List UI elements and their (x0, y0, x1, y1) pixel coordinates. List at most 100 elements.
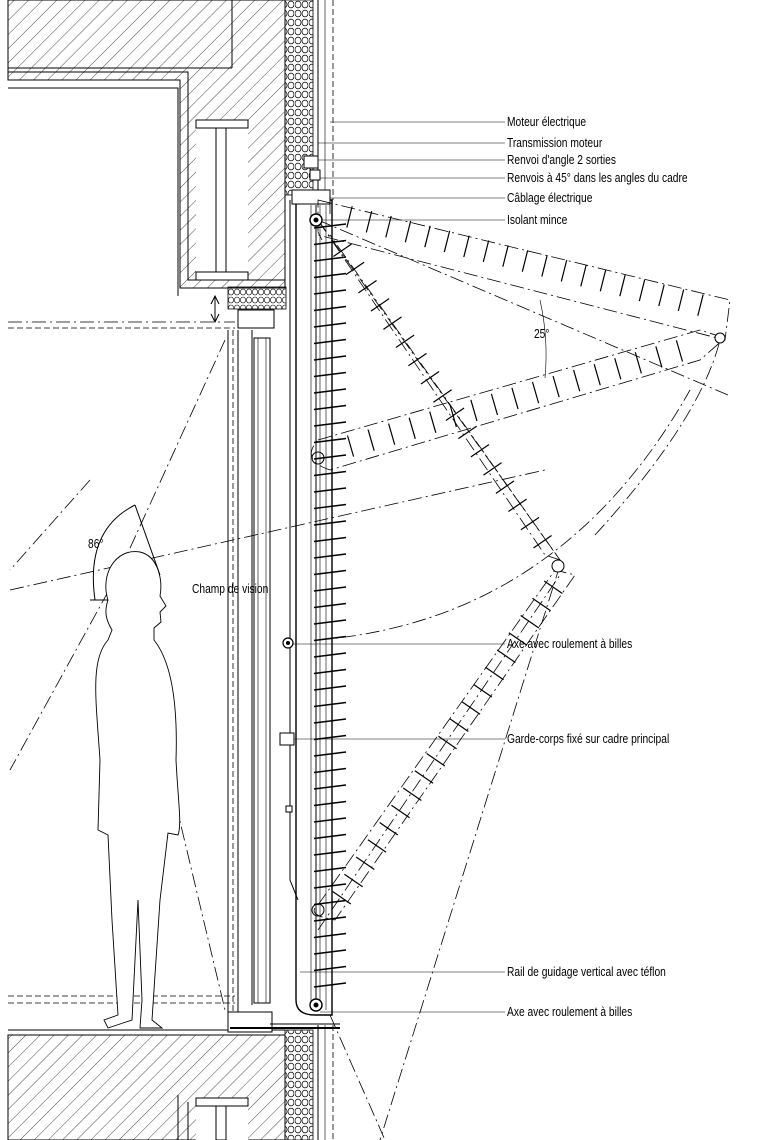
label-rail: Rail de guidage vertical avec téflon (507, 966, 666, 979)
louvre-blade (313, 338, 347, 345)
louvre-blade (313, 718, 347, 724)
louvre-blade (408, 417, 416, 439)
louvre-blade (420, 371, 440, 385)
louvre-blade (573, 369, 581, 392)
louvre-blade (483, 462, 502, 476)
louvre-blade (531, 381, 540, 404)
louvre-blade (313, 454, 347, 460)
louvre-blade (593, 363, 601, 386)
louvre-blade (313, 883, 347, 889)
opening-angle-label: 25° (534, 328, 549, 341)
reference-lines (8, 294, 235, 329)
louvre-blade (383, 316, 402, 330)
louvre-blade (367, 839, 387, 853)
vision-angle-label: 86° (88, 538, 103, 551)
steel-i-beam (195, 119, 249, 281)
label-motor: Moteur électrique (507, 116, 586, 129)
louvre-blade (495, 480, 515, 494)
louvre-blade (443, 230, 451, 253)
louvre-blade (313, 965, 347, 972)
louvre-blade (313, 322, 347, 328)
louvre-blade (638, 279, 646, 302)
louvre-blade (313, 784, 347, 790)
louvre-blade (599, 269, 607, 292)
louvre-blade (408, 352, 427, 367)
louvre-blades-closed (313, 223, 347, 988)
louvre-blade (313, 800, 347, 807)
louvre-blade (502, 245, 509, 267)
leader-lines (292, 121, 505, 1013)
louvre-blade (346, 206, 353, 228)
louvre-blade (424, 225, 431, 248)
label-guardrail: Garde-corps fixé sur cadre principal (507, 733, 669, 746)
louvre-blade (508, 498, 527, 513)
louvre-blade (580, 264, 587, 287)
louvre-blade (332, 891, 352, 905)
louvre-blade (482, 240, 490, 263)
upper-slab (7, 0, 286, 296)
louvre-blade (365, 210, 373, 233)
louvre-blade (391, 804, 410, 819)
louvre-blade (429, 411, 437, 434)
louvre-blade (313, 701, 347, 708)
louvre-blade (426, 753, 446, 767)
louvre-blade (344, 873, 363, 888)
louvre-blade (313, 586, 347, 592)
label-transmission: Transmission moteur (507, 137, 602, 150)
louvre-blade (313, 371, 347, 378)
louvre-blade (313, 949, 347, 955)
louvre-blade (313, 668, 347, 675)
louvre-blade (367, 429, 375, 451)
louvre-blade (619, 274, 626, 297)
louvre-blade (358, 279, 377, 294)
louvre-blade (404, 220, 412, 243)
louvre-blade (461, 701, 481, 715)
louvre-blade (655, 346, 663, 368)
louvre-blade (388, 423, 396, 445)
louvre-blade (313, 437, 347, 444)
louvre-blade (346, 435, 355, 457)
louvre-blade (313, 916, 347, 922)
louvre-blade (313, 239, 347, 246)
person-silhouette (95, 551, 181, 1029)
louvre-blade (313, 470, 347, 477)
label-cabling: Câblage électrique (507, 192, 592, 205)
louvre-blade (355, 856, 375, 870)
panel-lower-open (313, 219, 576, 1140)
louvre-blade (532, 597, 551, 612)
louvre-blade (313, 932, 347, 939)
louvre-blade (533, 535, 552, 549)
louvre-blade (520, 615, 540, 629)
louvre-blade (552, 375, 560, 398)
louvre-blade (313, 817, 347, 823)
louvre-blade (333, 243, 352, 257)
louvre-blade (313, 685, 347, 691)
louvre-blade (313, 833, 347, 840)
vision-field-label: Champ de vision (192, 583, 268, 596)
louvre-blade (438, 735, 457, 750)
louvre-blade (313, 569, 347, 576)
louvre-blade (697, 294, 704, 316)
louvre-blade (313, 619, 347, 625)
louvre-blade (313, 652, 347, 658)
callout-labels: Moteur électrique Transmission moteur Re… (507, 116, 688, 1019)
louvre-blade (402, 787, 422, 801)
louvre-blade (541, 255, 548, 277)
swing-arcs: 25° (317, 299, 721, 641)
louvre-blade (313, 503, 347, 510)
louvre-blade (379, 822, 399, 836)
louvre-blade (370, 298, 390, 312)
louvre-blade (449, 718, 469, 732)
louvre-blade (675, 340, 684, 362)
louvre-blade (313, 421, 347, 427)
louvre-blade (313, 602, 347, 609)
louvre-blade (677, 289, 685, 312)
louvre-blade (313, 553, 347, 559)
louvre-blade (313, 388, 347, 394)
louvre-blade (313, 223, 347, 229)
louvre-blade (385, 215, 392, 238)
label-angle-gear: Renvoi d'angle 2 sorties (507, 154, 616, 167)
louvre-blade (658, 284, 665, 307)
louvre-blade (313, 256, 347, 262)
